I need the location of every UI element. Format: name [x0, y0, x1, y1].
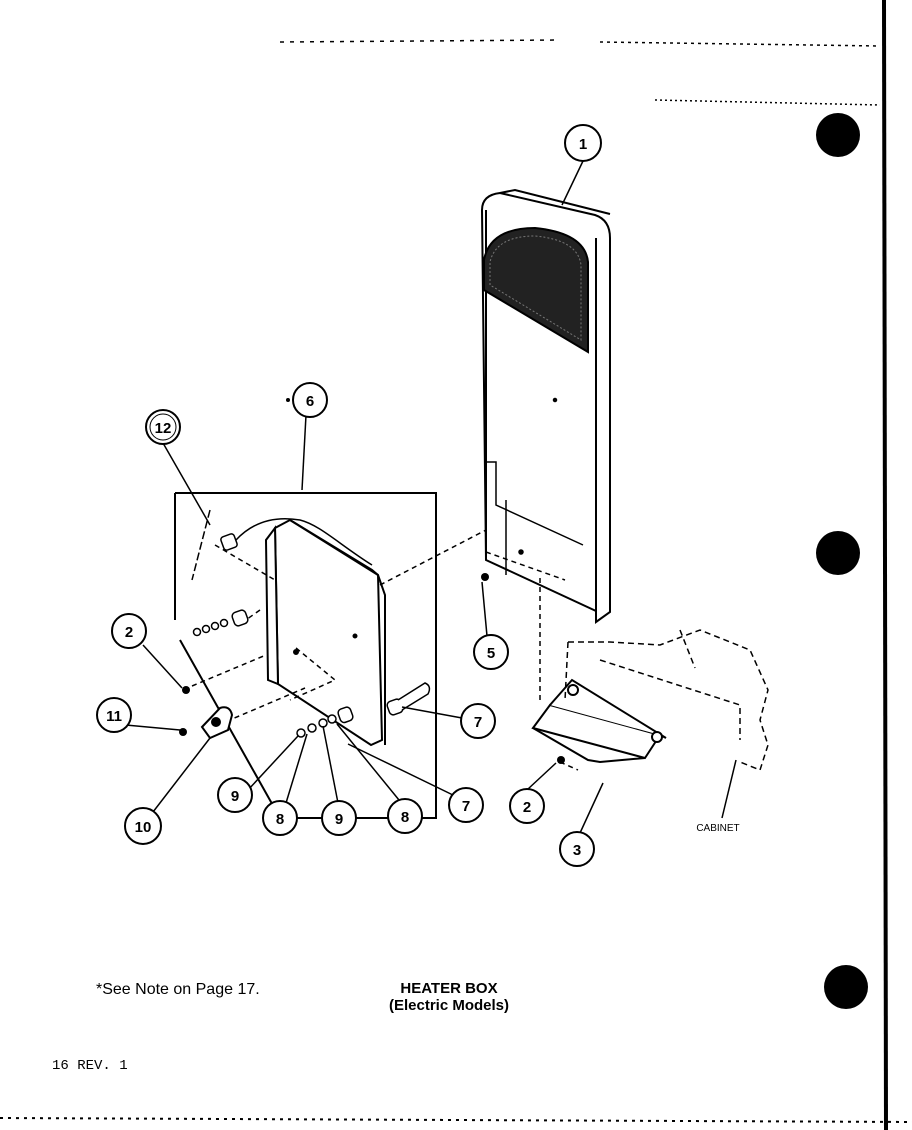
part-12-insulation [191, 509, 211, 581]
callout-12: 12 [145, 409, 181, 445]
page-number: 16 REV. 1 [52, 1058, 128, 1074]
callout-10-label: 10 [135, 819, 152, 836]
callout-11-label: 11 [106, 708, 122, 725]
callout-7-lower: 7 [448, 787, 484, 823]
callout-12-label: 12 [155, 420, 172, 437]
callout-8-right-label: 8 [401, 809, 409, 826]
part-3-bracket [531, 678, 667, 764]
part-washer-stack-bottom [296, 706, 354, 738]
callout-5-label: 5 [487, 645, 495, 662]
caption-subtitle: (Electric Models) [389, 997, 509, 1014]
assembly-lines [191, 529, 579, 771]
callout-9-right-label: 9 [335, 811, 343, 828]
note-text: *See Note on Page 17. [96, 981, 260, 998]
callout-1-label: 1 [579, 136, 587, 153]
part-heater-box [264, 518, 386, 747]
callout-10: 10 [124, 807, 162, 845]
callout-8-left-label: 8 [276, 811, 284, 828]
part-insulator-terminal [386, 682, 431, 716]
callout-9-left: 9 [217, 777, 253, 813]
callout-8-left: 8 [262, 800, 298, 836]
cabinet-label: CABINET [696, 823, 739, 834]
callout-9-left-label: 9 [231, 788, 239, 805]
callout-7-upper-label: 7 [474, 714, 482, 731]
heater-assembly-outline [174, 492, 437, 819]
callout-11: 11 [96, 697, 132, 733]
screw-part-2-left [179, 573, 565, 764]
cabinet-outline [564, 629, 769, 771]
callout-2-left: 2 [111, 613, 147, 649]
callout-3-label: 3 [573, 842, 581, 859]
callout-2-right-label: 2 [523, 799, 531, 816]
callout-8-right: 8 [387, 798, 423, 834]
callout-2-left-label: 2 [125, 624, 133, 641]
binder-hole-bottom [824, 965, 868, 1009]
binder-hole-top [816, 113, 860, 157]
callout-3: 3 [559, 831, 595, 867]
binder-hole-middle [816, 531, 860, 575]
heater-coil-wiring [220, 518, 373, 566]
leader-lines [125, 160, 737, 834]
callout-7-lower-label: 7 [462, 798, 470, 815]
callout-2-right: 2 [509, 788, 545, 824]
panel-lower-tab [486, 397, 584, 575]
callout-6-label: 6 [306, 393, 314, 410]
callout-5: 5 [473, 634, 509, 670]
callout-1: 1 [564, 124, 602, 162]
callout-9-right: 9 [321, 800, 357, 836]
part-10-bracket [200, 706, 234, 740]
vent-grille [483, 226, 589, 354]
callout-7-upper: 7 [460, 703, 496, 739]
caption-title: HEATER BOX [400, 980, 497, 997]
part-washer-stack-left [192, 609, 249, 637]
callout-6: 6 [286, 382, 328, 418]
